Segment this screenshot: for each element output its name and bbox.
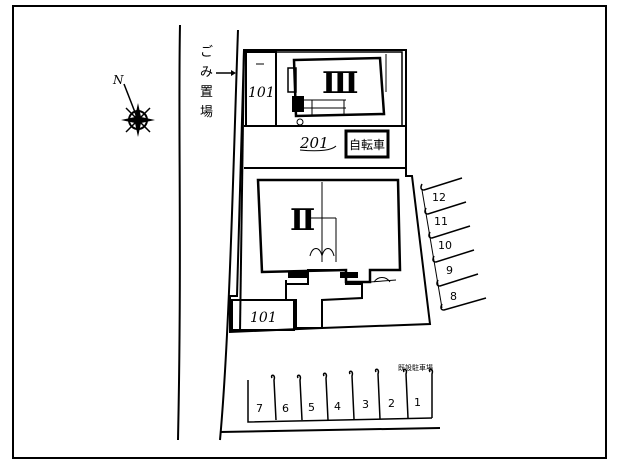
- garbage-char-4: 場: [200, 105, 213, 120]
- bottom-parking-slot-7: 7: [256, 402, 263, 415]
- bottom-parking-slot-3: 3: [362, 398, 369, 411]
- bottom-parking-slot-6: 6: [282, 402, 289, 415]
- right-parking-slot-9: 9: [446, 264, 453, 277]
- right-parking-slot-8: 8: [450, 290, 457, 303]
- room-201-label: 201: [299, 134, 329, 152]
- bottom-parking-slot-5: 5: [308, 401, 315, 414]
- bottom-parking-slot-2: 2: [388, 397, 395, 410]
- garbage-char-3: 置: [200, 85, 213, 100]
- north-label: N: [112, 73, 124, 87]
- right-parking-lines: [420, 177, 487, 311]
- garbage-area-label: ご み 置 場: [200, 44, 213, 120]
- room-201-row: [244, 125, 406, 169]
- building-2-label: Ⅱ: [290, 203, 315, 238]
- garbage-char-2: み: [200, 65, 213, 80]
- bottom-parking-title: 既設駐車場: [398, 363, 433, 372]
- building-3-label: Ⅲ: [322, 66, 359, 101]
- garbage-char-1: ご: [200, 44, 213, 60]
- garbage-arrow-icon: [216, 70, 236, 76]
- compass-icon: [121, 83, 155, 137]
- building-3-room: 101: [248, 85, 275, 101]
- site-inner-west: [239, 49, 245, 333]
- building-2-room: 101: [250, 310, 277, 326]
- bicycle-parking-label: 自転車: [349, 138, 385, 152]
- right-parking-slot-12: 12: [432, 191, 446, 204]
- road-edge-left: [177, 24, 181, 441]
- right-parking-slot-10: 10: [438, 239, 452, 252]
- right-parking-slot-11: 11: [434, 215, 448, 228]
- road-edge-right: [219, 29, 239, 441]
- site-boundary: [229, 49, 432, 334]
- building-2: [256, 178, 402, 329]
- bottom-parking-lines: [219, 368, 441, 433]
- outer-frame: [12, 5, 607, 459]
- bottom-parking-slot-1: 1: [414, 396, 421, 409]
- bottom-parking-slot-4: 4: [334, 400, 341, 413]
- room-101-box: [231, 299, 295, 331]
- bicycle-parking-box: [344, 129, 390, 159]
